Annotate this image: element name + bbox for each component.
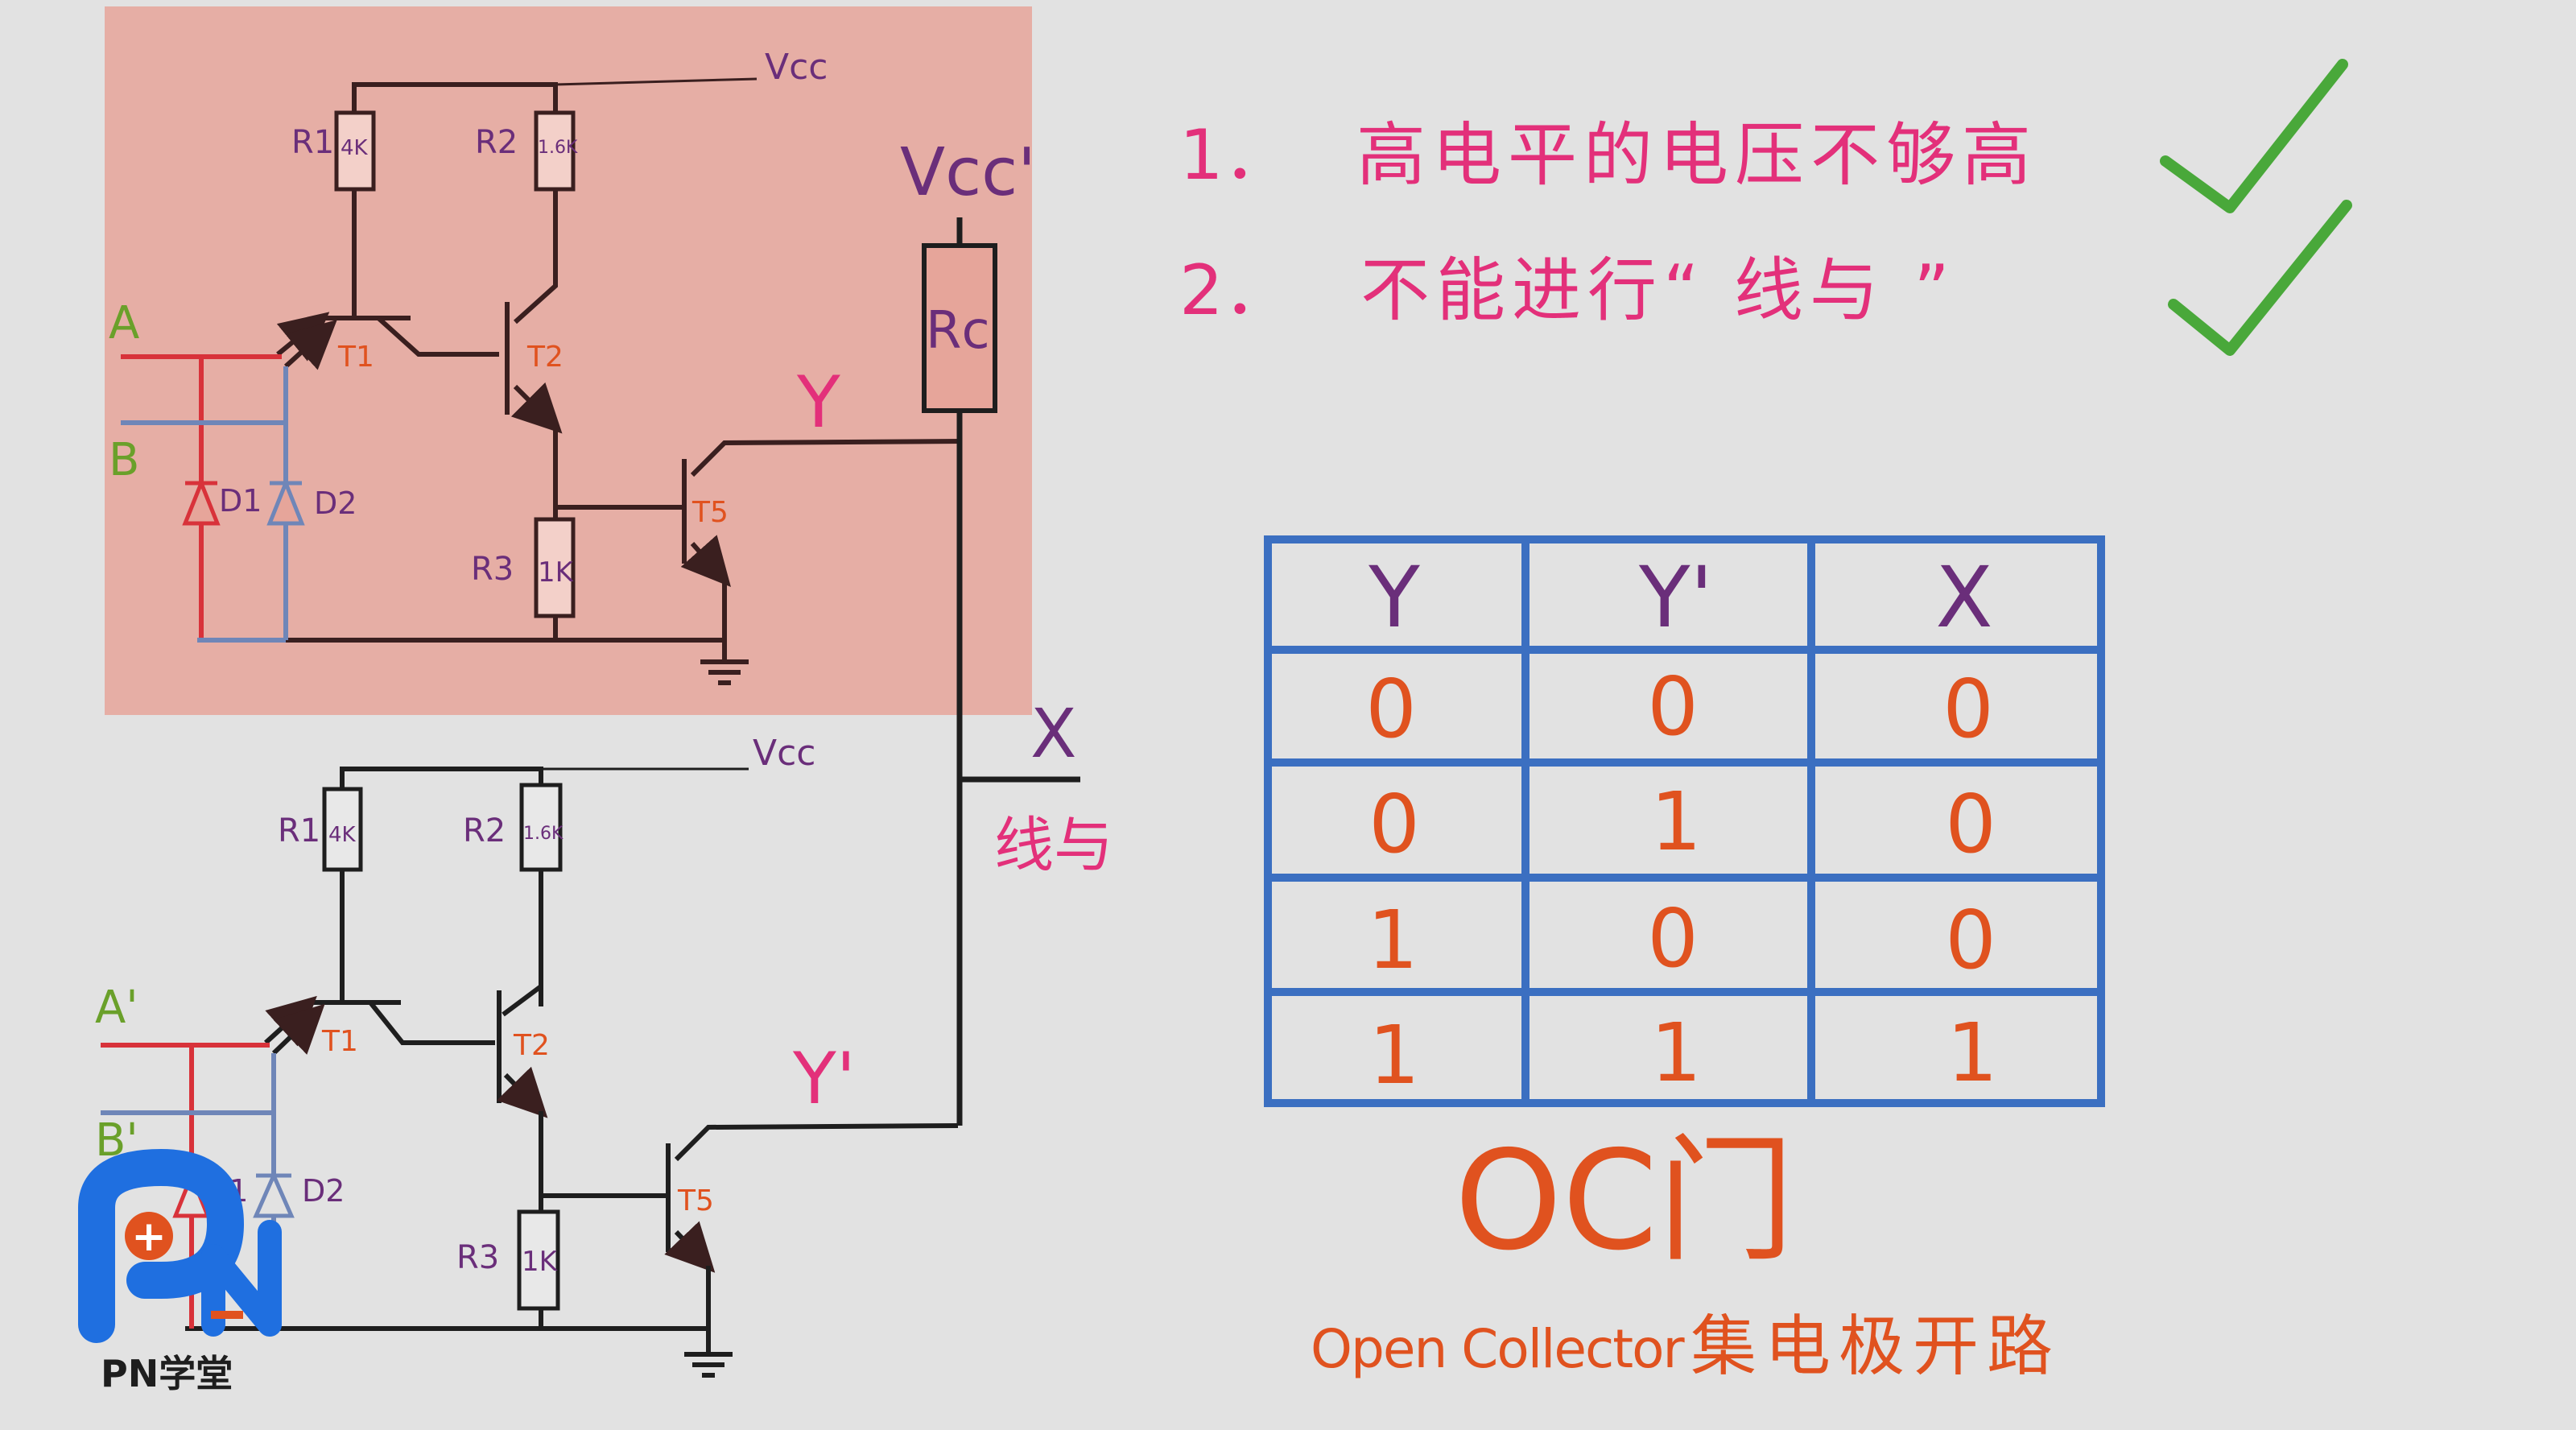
bottom-r3-value: 1K bbox=[522, 1246, 559, 1278]
bottom-r2-label: R2 bbox=[463, 812, 506, 849]
logo-brand-text: PN学堂 bbox=[101, 1352, 233, 1395]
pullup-resistor-label: Rc bbox=[926, 301, 990, 361]
minus-icon bbox=[211, 1311, 243, 1319]
table-cell: 1 bbox=[1946, 1006, 1998, 1100]
top-input-a-label: A bbox=[109, 297, 139, 349]
table-header-y-prime: Y' bbox=[1638, 548, 1713, 647]
bottom-d2-label: D2 bbox=[302, 1173, 345, 1209]
top-t1-label: T1 bbox=[337, 341, 374, 374]
subtitle-english: Open Collector bbox=[1311, 1318, 1686, 1380]
output-x-label: X bbox=[1030, 694, 1077, 773]
truth-table bbox=[1264, 535, 2105, 1107]
top-t5-label: T5 bbox=[691, 496, 729, 529]
table-header-x: X bbox=[1935, 548, 1992, 647]
bottom-output-y-label: Y' bbox=[792, 1037, 856, 1120]
logo-n-shape bbox=[201, 1220, 282, 1337]
top-r1-label: R1 bbox=[291, 124, 334, 161]
bottom-t1-label: T1 bbox=[321, 1025, 358, 1058]
wired-and-label: 线与 bbox=[994, 811, 1113, 880]
bottom-diodes bbox=[172, 1170, 295, 1218]
table-cell: 0 bbox=[1647, 891, 1699, 986]
bottom-r1-label: R1 bbox=[278, 812, 320, 849]
top-vcc-label: Vcc bbox=[765, 47, 828, 88]
check-icon-1 bbox=[2160, 59, 2348, 213]
bottom-r2-value: 1.6K bbox=[523, 824, 564, 844]
top-diodes bbox=[182, 477, 305, 526]
bottom-r3-label: R3 bbox=[456, 1239, 499, 1276]
top-gate-circuit bbox=[197, 77, 963, 685]
top-r2-value: 1.6K bbox=[538, 138, 578, 158]
brand-logo: + PN学堂 bbox=[78, 1148, 282, 1395]
page-title: OC门 bbox=[1455, 1122, 1795, 1281]
pullup-vcc-label: Vcc' bbox=[900, 134, 1036, 211]
bottom-t5-label: T5 bbox=[677, 1184, 714, 1217]
pullup-network bbox=[922, 217, 1080, 1126]
check-icon-2 bbox=[2168, 200, 2352, 356]
table-cell: 0 bbox=[1365, 662, 1417, 756]
plus-icon bbox=[125, 1212, 173, 1260]
note-2-number: 2． bbox=[1179, 250, 1293, 331]
table-cell: 1 bbox=[1367, 893, 1418, 987]
table-cell: 0 bbox=[1647, 659, 1699, 754]
top-r2-label: R2 bbox=[475, 124, 518, 161]
top-input-b-label: B bbox=[109, 434, 139, 486]
note-1-number: 1． bbox=[1179, 115, 1293, 196]
top-r3-value: 1K bbox=[538, 556, 575, 589]
top-d2-label: D2 bbox=[314, 486, 357, 521]
top-t2-label: T2 bbox=[526, 341, 564, 374]
table-cell: 0 bbox=[1945, 893, 1996, 987]
bottom-r1-value: 4K bbox=[328, 823, 357, 847]
table-cell: 1 bbox=[1650, 775, 1702, 869]
table-cell: 0 bbox=[1945, 777, 1996, 871]
top-output-y-label: Y bbox=[796, 361, 840, 444]
table-cell: 0 bbox=[1368, 777, 1420, 871]
table-cell: 0 bbox=[1942, 662, 1994, 756]
top-r1-value: 4K bbox=[341, 136, 369, 160]
table-cell: 1 bbox=[1368, 1008, 1420, 1102]
bottom-input-a-label: A' bbox=[95, 982, 138, 1034]
table-header-y: Y bbox=[1368, 548, 1420, 647]
top-d1-label: D1 bbox=[219, 483, 262, 519]
top-r3-label: R3 bbox=[471, 551, 514, 588]
note-1-text: 高电平的电压不够高 bbox=[1356, 115, 2037, 196]
bottom-t2-label: T2 bbox=[513, 1029, 550, 1062]
subtitle-chinese: 集电极开路 bbox=[1690, 1308, 2061, 1385]
plus-glyph: + bbox=[131, 1213, 167, 1261]
table-cell: 1 bbox=[1650, 1006, 1702, 1100]
bottom-vcc-label: Vcc bbox=[753, 733, 815, 774]
note-2-text: 不能进行“ 线与 ” bbox=[1360, 250, 1956, 331]
